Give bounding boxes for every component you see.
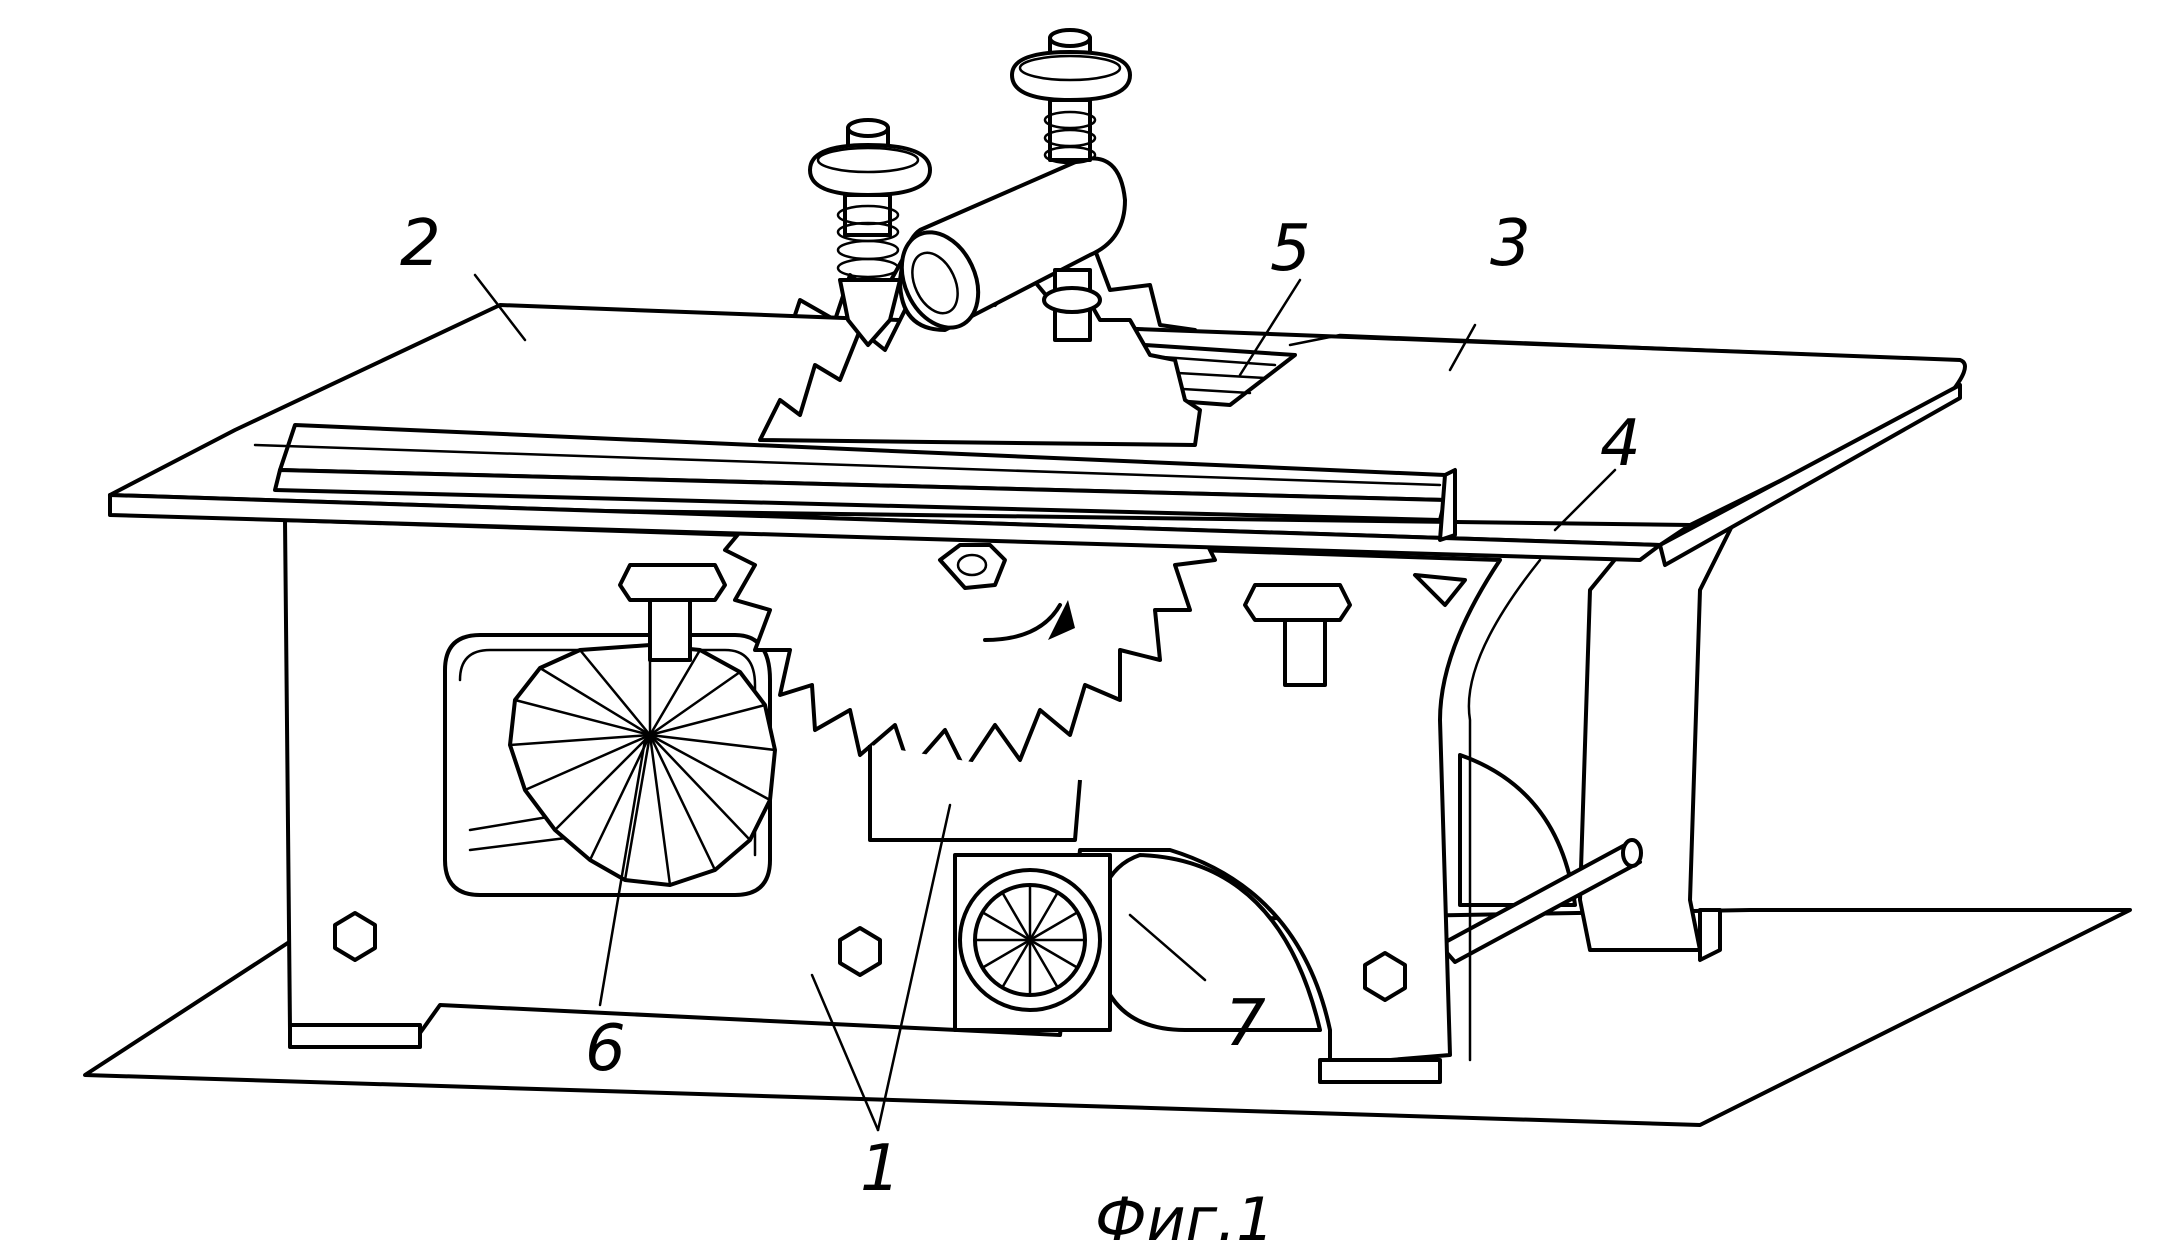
blade-slot (868, 745, 1082, 842)
figure-caption: Фиг.1 (1095, 1185, 1274, 1253)
label-5: 5 (1270, 212, 1311, 286)
rear-lug (1413, 573, 1467, 607)
motor-housing-7 (953, 853, 1322, 1032)
arbor-nut (938, 543, 1007, 590)
label-6: 6 (585, 1012, 626, 1086)
clamp-bolt-left (618, 563, 727, 662)
rear-guard-sector (1458, 753, 1577, 907)
table-extension-3 (1288, 333, 1962, 362)
leader-lines (473, 273, 1617, 1132)
label-4: 4 (1600, 407, 1641, 481)
rear-leg (1578, 478, 1757, 962)
label-2: 2 (400, 207, 441, 281)
rip-fence (253, 423, 1457, 542)
foot-right (1318, 1058, 1442, 1084)
label-1: 1 (860, 1132, 901, 1206)
pressure-roller (898, 156, 1127, 332)
rotation-arrow (983, 603, 1062, 642)
front-leg-bend (1467, 558, 1542, 1062)
knob-left (808, 118, 932, 347)
knob-right (1010, 28, 1132, 342)
foot-left (288, 1023, 422, 1049)
label-3: 3 (1490, 207, 1531, 281)
tie-rod (1438, 838, 1643, 964)
abrasive-wheel-6 (508, 643, 777, 887)
clamp-bolt-right (1243, 583, 1352, 687)
frame-bolts (333, 911, 1407, 1002)
label-7: 7 (1225, 987, 1266, 1061)
